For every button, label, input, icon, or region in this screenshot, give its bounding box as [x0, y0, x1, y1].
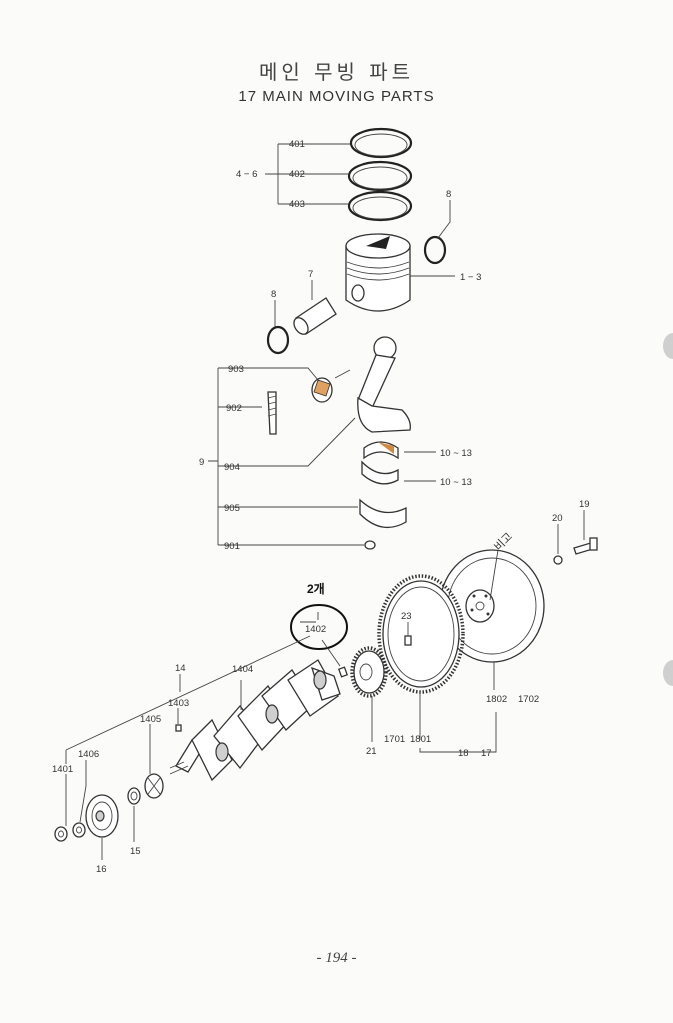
label-8-right: 8: [446, 189, 451, 200]
label-1403: 1403: [168, 698, 189, 709]
label-17: 17: [481, 748, 492, 759]
label-1702: 1702: [518, 694, 539, 705]
page-title-english: 17 MAIN MOVING PARTS: [238, 88, 435, 105]
timing-gear-1405: [144, 773, 164, 799]
piston-ring-403: [347, 190, 413, 222]
label-1-3: 1 − 3: [460, 272, 481, 283]
label-401: 401: [289, 139, 305, 150]
nut-1401: [54, 826, 68, 842]
page-title-korean: 메인 무빙 파트: [258, 60, 415, 84]
label-905: 905: [224, 503, 240, 514]
label-1401: 1401: [52, 764, 73, 775]
conrod-cap-905: [359, 498, 407, 529]
label-402: 402: [289, 169, 305, 180]
dowel-pin-23: [404, 635, 412, 646]
connecting-rod: [357, 336, 411, 433]
label-904: 904: [224, 462, 240, 473]
label-903: 903: [228, 364, 244, 375]
binder-tab-upper: [663, 333, 673, 359]
crankshaft: [169, 659, 341, 782]
piston-ring-402: [347, 160, 413, 192]
label-1402: 1402: [305, 624, 326, 635]
circlip-8-right: [423, 235, 447, 265]
label-14: 14: [175, 663, 186, 674]
small-end-bushing-903: [311, 377, 333, 403]
conrod-bolt-902: [267, 391, 277, 435]
circlip-8-left: [266, 325, 290, 355]
label-1406: 1406: [78, 749, 99, 760]
label-4-6: 4 − 6: [236, 169, 257, 180]
label-1405: 1405: [140, 714, 161, 725]
label-403: 403: [289, 199, 305, 210]
nut-901: [364, 540, 376, 550]
label-16: 16: [96, 864, 107, 875]
piston-pin: [293, 297, 337, 335]
label-23: 23: [401, 611, 412, 622]
oil-seal-15: [127, 787, 141, 805]
bearing-shell-lower: [361, 460, 399, 485]
label-8-left: 8: [271, 289, 276, 300]
label-15: 15: [130, 846, 141, 857]
label-9: 9: [199, 457, 204, 468]
ring-gear: [377, 574, 465, 694]
label-7: 7: [308, 269, 313, 280]
label-1701: 1701: [384, 734, 405, 745]
label-902: 902: [226, 403, 242, 414]
crank-pulley-16: [85, 794, 119, 838]
key-1403: [175, 724, 182, 732]
label-10-13-b: 10 ~ 13: [440, 477, 472, 488]
label-1404: 1404: [232, 664, 253, 675]
label-1801: 1801: [410, 734, 431, 745]
flywheel: [439, 549, 545, 663]
crankshaft-gear: [350, 646, 388, 698]
piston-ring-401: [349, 127, 413, 159]
label-20: 20: [552, 513, 563, 524]
flywheel-bolt-19: [573, 537, 598, 555]
bearing-shell-upper: [363, 441, 399, 460]
label-21: 21: [366, 746, 377, 757]
binder-tab-lower: [663, 660, 673, 686]
key-1402: [337, 666, 349, 678]
label-19: 19: [579, 499, 590, 510]
label-10-13-a: 10 ~ 13: [440, 448, 472, 459]
page-number: - 194 -: [316, 950, 357, 966]
piston: [345, 233, 411, 312]
label-1802: 1802: [486, 694, 507, 705]
label-18: 18: [458, 748, 469, 759]
highlight-circle: [290, 604, 348, 650]
quantity-note: 2개: [307, 582, 325, 596]
label-901: 901: [224, 541, 240, 552]
washer-1406: [72, 822, 86, 838]
washer-20: [553, 555, 563, 565]
